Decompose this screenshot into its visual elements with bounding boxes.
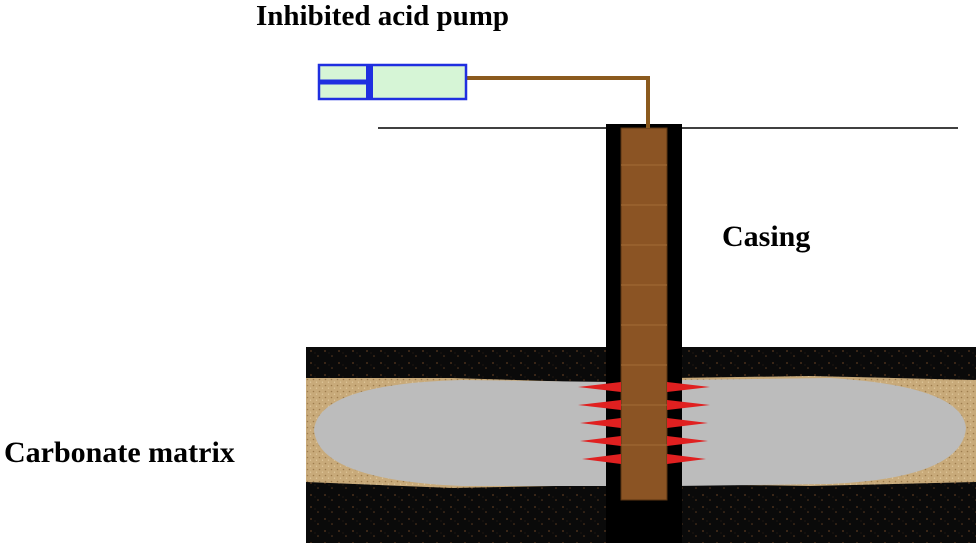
perforation-spike <box>578 382 621 392</box>
matrix-label: Carbonate matrix <box>4 436 235 469</box>
perforation-spike <box>580 418 621 428</box>
tubing-joints <box>621 164 667 446</box>
pump-icon <box>317 63 468 101</box>
perforation-spike <box>582 454 621 464</box>
perforation-spike <box>667 454 706 464</box>
perforation-spike <box>667 436 708 446</box>
perforations-left <box>578 382 621 464</box>
acidized-zone-left <box>314 380 612 486</box>
acidized-zone-right <box>674 378 966 486</box>
casing-label: Casing <box>722 220 811 253</box>
acid-feed-line <box>466 76 650 128</box>
perforation-spike <box>667 400 710 410</box>
perforation-spike <box>667 418 708 428</box>
pump-label: Inhibited acid pump <box>256 0 510 32</box>
tubing-string <box>620 127 668 501</box>
perforation-spike <box>578 400 621 410</box>
perforation-spike <box>580 436 621 446</box>
perforation-spike <box>667 382 710 392</box>
perforations-right <box>667 382 710 464</box>
